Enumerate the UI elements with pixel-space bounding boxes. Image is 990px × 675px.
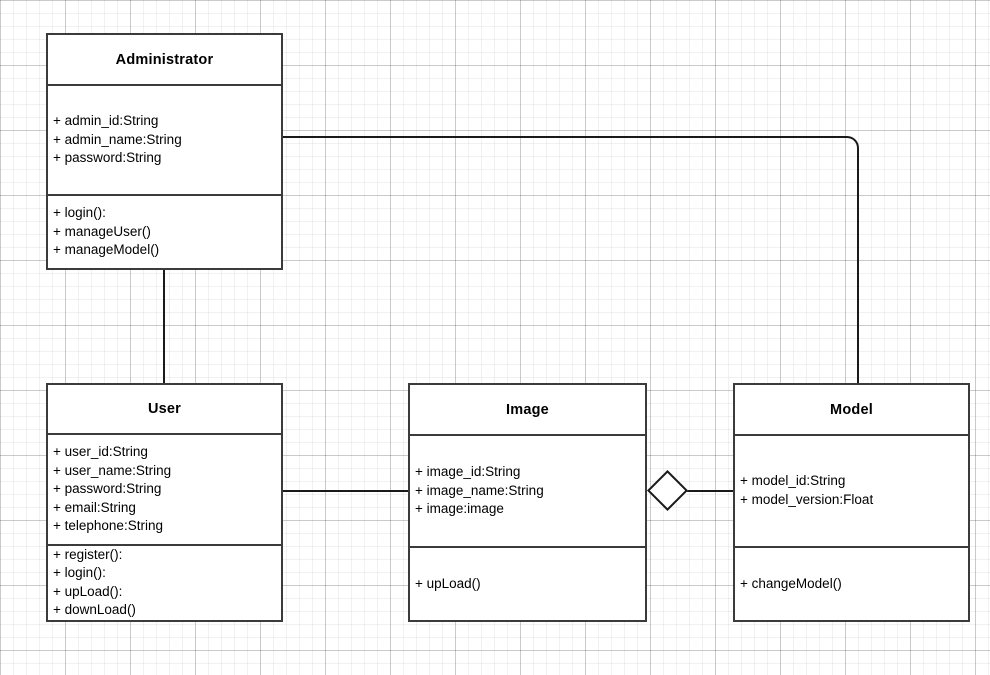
- uml-class-administrator-title: Administrator: [115, 51, 214, 68]
- uml-class-model-attributes: + model_id:String + model_version:Float: [735, 436, 968, 548]
- connector-administrator-model-elbow: [845, 136, 859, 150]
- uml-attribute: + user_name:String: [53, 462, 172, 478]
- uml-attribute: + admin_name:String: [53, 131, 182, 147]
- aggregation-diamond-icon: [646, 469, 689, 512]
- uml-class-image-header: Image: [410, 385, 645, 436]
- uml-operation: + upLoad(): [415, 575, 481, 591]
- uml-class-administrator[interactable]: Administrator + admin_id:String + admin_…: [46, 33, 283, 270]
- uml-class-model[interactable]: Model + model_id:String + model_version:…: [733, 383, 970, 622]
- uml-operation: + upLoad():: [53, 583, 123, 599]
- uml-operation: + login():: [53, 565, 106, 581]
- connector-user-image: [283, 490, 409, 492]
- connector-image-model: [686, 490, 733, 492]
- uml-attribute: + model_id:String: [740, 473, 846, 489]
- uml-class-image-operations: + upLoad(): [410, 548, 645, 620]
- uml-class-image-title: Image: [506, 401, 549, 418]
- uml-class-user-header: User: [48, 385, 281, 436]
- uml-class-administrator-operations: + login(): + manageUser() + manageModel(…: [48, 196, 281, 268]
- uml-class-model-header: Model: [735, 385, 968, 436]
- connector-administrator-user: [163, 269, 165, 384]
- uml-class-user-title: User: [147, 401, 182, 418]
- uml-class-administrator-header: Administrator: [48, 35, 281, 86]
- uml-class-user-operations: + register(): + login(): + upLoad(): + d…: [48, 546, 281, 620]
- uml-attribute: + image_name:String: [415, 482, 544, 498]
- uml-attribute: + image:image: [415, 501, 504, 517]
- uml-attribute: + telephone:String: [53, 518, 163, 534]
- uml-attribute: + admin_id:String: [53, 113, 159, 129]
- uml-attribute: + user_id:String: [53, 443, 148, 459]
- connector-administrator-model-vertical: [857, 148, 859, 384]
- uml-class-user-attributes: + user_id:String + user_name:String + pa…: [48, 435, 281, 546]
- uml-class-image[interactable]: Image + image_id:String + image_name:Str…: [408, 383, 647, 622]
- uml-class-image-attributes: + image_id:String + image_name:String + …: [410, 436, 645, 548]
- uml-operation: + manageModel(): [53, 242, 160, 258]
- uml-attribute: + email:String: [53, 499, 136, 515]
- uml-operation: + changeModel(): [740, 575, 842, 591]
- uml-operation: + manageUser(): [53, 223, 151, 239]
- uml-operation: + login():: [53, 205, 106, 221]
- uml-class-model-operations: + changeModel(): [735, 548, 968, 620]
- uml-attribute: + image_id:String: [415, 464, 521, 480]
- uml-attribute: + password:String: [53, 150, 162, 166]
- uml-class-administrator-attributes: + admin_id:String + admin_name:String + …: [48, 86, 281, 196]
- uml-operation: + downLoad(): [53, 602, 136, 618]
- uml-attribute: + password:String: [53, 481, 162, 497]
- uml-class-user[interactable]: User + user_id:String + user_name:String…: [46, 383, 283, 622]
- connector-administrator-model-horizontal: [283, 136, 847, 138]
- uml-operation: + register():: [53, 546, 123, 562]
- uml-attribute: + model_version:Float: [740, 492, 874, 507]
- uml-class-model-title: Model: [830, 401, 873, 418]
